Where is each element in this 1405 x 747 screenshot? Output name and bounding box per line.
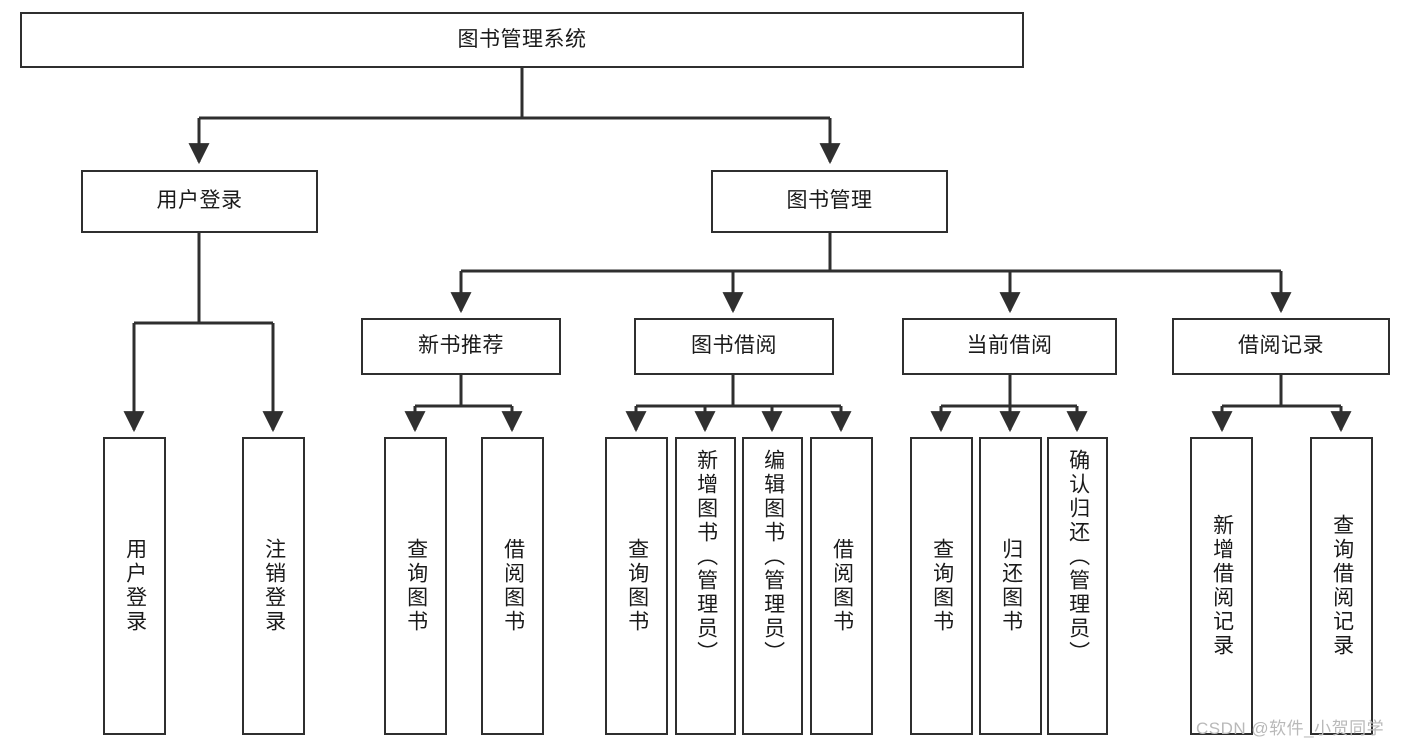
node-user-login[interactable]: 用户登录 xyxy=(81,170,318,233)
watermark-text: CSDN @软件_小贺同学 xyxy=(1196,719,1385,738)
node-current-borrow[interactable]: 当前借阅 xyxy=(902,318,1117,375)
node-leaf-add-record-label: 新增借阅记录 xyxy=(1210,514,1234,658)
node-leaf-edit-book[interactable]: 编辑图书（管理员） xyxy=(742,437,803,735)
node-leaf-borrow-book-1-label: 借阅图书 xyxy=(501,538,525,634)
node-current-borrow-label: 当前借阅 xyxy=(966,334,1053,358)
node-root[interactable]: 图书管理系统 xyxy=(20,12,1024,68)
node-leaf-add-book[interactable]: 新增图书（管理员） xyxy=(675,437,736,735)
node-book-management-label: 图书管理 xyxy=(786,189,873,213)
node-leaf-query-book-3-label: 查询图书 xyxy=(930,538,954,634)
node-root-label: 图书管理系统 xyxy=(457,27,587,51)
node-leaf-borrow-book-2[interactable]: 借阅图书 xyxy=(810,437,873,735)
node-user-login-label: 用户登录 xyxy=(156,189,243,213)
node-leaf-confirm-return-label: 确认归还（管理员） xyxy=(1066,449,1090,665)
node-new-book-recommend[interactable]: 新书推荐 xyxy=(361,318,561,375)
node-leaf-logout-login[interactable]: 注销登录 xyxy=(242,437,305,735)
node-leaf-query-record-label: 查询借阅记录 xyxy=(1330,514,1354,658)
node-leaf-logout-login-label: 注销登录 xyxy=(262,538,286,634)
node-leaf-user-login[interactable]: 用户登录 xyxy=(103,437,166,735)
node-leaf-return-book-label: 归还图书 xyxy=(999,538,1023,634)
node-book-borrow[interactable]: 图书借阅 xyxy=(634,318,834,375)
node-book-borrow-label: 图书借阅 xyxy=(691,334,777,358)
node-leaf-borrow-book-1[interactable]: 借阅图书 xyxy=(481,437,544,735)
node-leaf-query-book-1[interactable]: 查询图书 xyxy=(384,437,447,735)
node-leaf-query-record[interactable]: 查询借阅记录 xyxy=(1310,437,1373,735)
node-borrow-record[interactable]: 借阅记录 xyxy=(1172,318,1390,375)
node-leaf-return-book[interactable]: 归还图书 xyxy=(979,437,1042,735)
node-leaf-user-login-label: 用户登录 xyxy=(123,538,147,634)
node-book-management[interactable]: 图书管理 xyxy=(711,170,948,233)
node-leaf-confirm-return[interactable]: 确认归还（管理员） xyxy=(1047,437,1108,735)
node-leaf-borrow-book-2-label: 借阅图书 xyxy=(830,538,854,634)
node-leaf-edit-book-label: 编辑图书（管理员） xyxy=(761,449,785,665)
node-leaf-query-book-3[interactable]: 查询图书 xyxy=(910,437,973,735)
node-borrow-record-label: 借阅记录 xyxy=(1238,334,1324,358)
node-leaf-add-book-label: 新增图书（管理员） xyxy=(694,449,718,665)
node-leaf-query-book-2-label: 查询图书 xyxy=(625,538,649,634)
node-leaf-add-record[interactable]: 新增借阅记录 xyxy=(1190,437,1253,735)
node-leaf-query-book-2[interactable]: 查询图书 xyxy=(605,437,668,735)
node-leaf-query-book-1-label: 查询图书 xyxy=(404,538,428,634)
node-new-book-recommend-label: 新书推荐 xyxy=(418,334,504,358)
